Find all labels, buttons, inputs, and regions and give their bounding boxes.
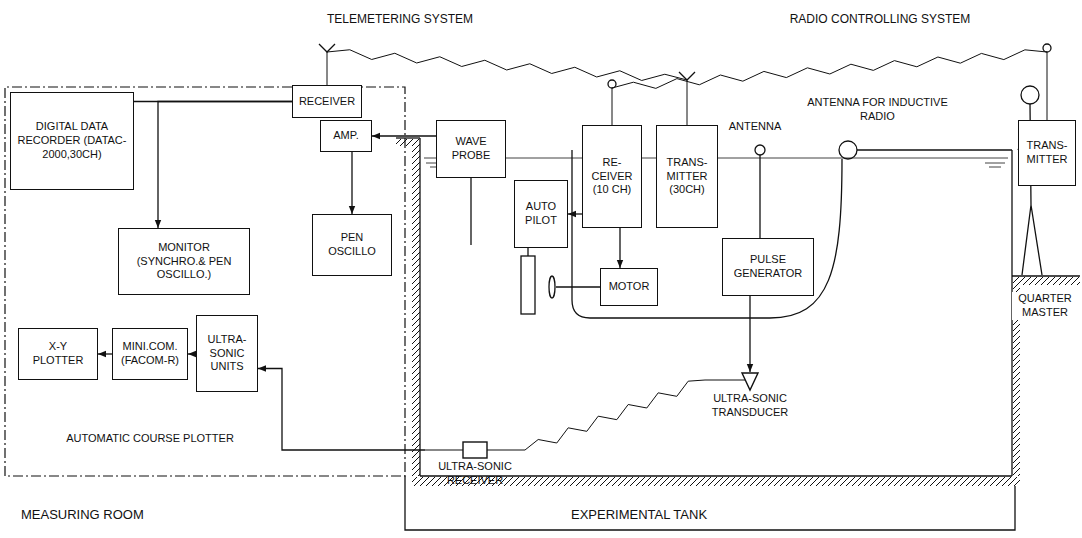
signal-line [98, 353, 112, 354]
label-holder: MEASURING ROOM [20, 505, 220, 523]
box-label: RECEIVER [297, 95, 357, 109]
area-title: EXPERIMENTAL TANK [570, 507, 708, 523]
process-box: RECEIVER [292, 85, 362, 118]
process-box: X-Y PLOTTER [18, 328, 98, 380]
box-label: PEN OSCILLO [317, 231, 387, 259]
radio-link [612, 50, 1047, 125]
process-box: AUTO PILOT [514, 180, 568, 248]
wave-probe-rod [470, 178, 471, 245]
signal-line [749, 296, 750, 372]
antenna-lead [759, 155, 760, 238]
process-box: PULSE GENERATOR [722, 238, 814, 296]
process-box: AMP. [320, 120, 372, 152]
transducer-triangle [742, 373, 758, 390]
annotation: QUARTER MASTER [1012, 292, 1078, 320]
box-label: MOTOR [605, 280, 653, 294]
tank-bottom [420, 475, 1012, 476]
box-label: X-Y PLOTTER [23, 340, 93, 368]
label-holder: ANTENNA [722, 116, 788, 134]
radio-link [327, 50, 687, 125]
process-box: MINI.COM. (FACOM-R) [112, 328, 188, 380]
ground-line [396, 137, 420, 138]
receiver-symbol: ULTRA-SONIC RECEIVER [425, 440, 525, 502]
box-label: MONITOR (SYNCHRO.& PEN OSCILLO.) [123, 241, 245, 282]
wave-stub [705, 379, 745, 380]
inductive-antenna [839, 141, 857, 159]
box-label: ULTRA- SONIC UNITS [201, 333, 253, 374]
process-box: RE- CEIVER (10 CH) [582, 125, 642, 228]
box-label: DIGITAL DATA RECORDER (DATAC-2000,30CH) [15, 120, 129, 161]
signal-line [158, 102, 292, 229]
box-label: ULTRA-SONIC RECEIVER [425, 460, 525, 488]
process-box: DIGITAL DATA RECORDER (DATAC-2000,30CH) [10, 92, 134, 190]
antenna-symbol [755, 145, 765, 155]
annotation: ANTENNA [728, 120, 783, 134]
transducer-symbol: ULTRA-SONIC TRANSDUCER [705, 372, 795, 432]
box-label: ULTRA-SONIC TRANSDUCER [705, 392, 795, 420]
receiver-box [463, 442, 487, 458]
annotation: TELEMETERING SYSTEM [326, 12, 474, 27]
propeller-shaft [556, 286, 600, 287]
bottom-hatch [412, 477, 1020, 486]
process-box: TRANS- MITTER (30CH) [656, 125, 718, 228]
antenna-symbol [319, 44, 335, 52]
inductive-wire [857, 149, 1012, 150]
antenna-symbol [1043, 44, 1051, 52]
signal-line [372, 135, 436, 136]
ground-hatch [396, 139, 420, 146]
process-box: MOTOR [600, 268, 658, 306]
signal-line [568, 213, 582, 214]
measuring-room-outline [5, 87, 405, 476]
propeller [549, 276, 555, 298]
label-holder: QUARTER MASTER [1012, 292, 1078, 320]
label-holder: AUTOMATIC COURSE PLOTTER [50, 428, 250, 446]
annotation: RADIO CONTROLLING SYSTEM [789, 12, 972, 27]
annotation: ANTENNA FOR INDUCTIVE RADIO [800, 96, 955, 124]
process-box: PEN OSCILLO [312, 214, 392, 276]
signal-line [188, 353, 196, 354]
ship-hull [572, 150, 842, 318]
box-label: TRANS- MITTER [1023, 139, 1071, 167]
ground-line [1012, 275, 1080, 276]
label-holder: TELEMETERING SYSTEM [300, 9, 500, 27]
box-label: TRANS- MITTER (30CH) [661, 156, 713, 197]
process-box: TRANS- MITTER [1018, 120, 1076, 186]
process-box: WAVE PROBE [436, 120, 506, 178]
area-title: MEASURING ROOM [20, 507, 145, 523]
box-label: PULSE GENERATOR [727, 253, 809, 281]
wall-hatch [412, 146, 420, 476]
person-head [1021, 86, 1039, 104]
box-label: MINI.COM. (FACOM-R) [117, 340, 183, 368]
signal-line [258, 369, 425, 451]
process-box: MONITOR (SYNCHRO.& PEN OSCILLO.) [118, 228, 250, 295]
box-label: WAVE PROBE [441, 135, 501, 163]
signal-line [619, 228, 620, 268]
box-label: RE- CEIVER (10 CH) [587, 156, 637, 197]
annotation: AUTOMATIC COURSE PLOTTER [65, 432, 235, 446]
label-holder: RADIO CONTROLLING SYSTEM [780, 9, 980, 27]
radio-link [525, 380, 705, 450]
ground-hatch [1020, 277, 1080, 285]
rudder [521, 256, 535, 314]
box-label: AUTO PILOT [519, 200, 563, 228]
label-holder: EXPERIMENTAL TANK [570, 505, 790, 523]
transducer-shape [705, 372, 795, 392]
process-box: ULTRA- SONIC UNITS [196, 315, 258, 392]
box-label: AMP. [325, 129, 367, 143]
rudder-stock [527, 248, 528, 256]
signal-line [351, 152, 352, 214]
receiver-shape [425, 440, 525, 460]
label-holder: ANTENNA FOR INDUCTIVE RADIO [800, 96, 955, 124]
